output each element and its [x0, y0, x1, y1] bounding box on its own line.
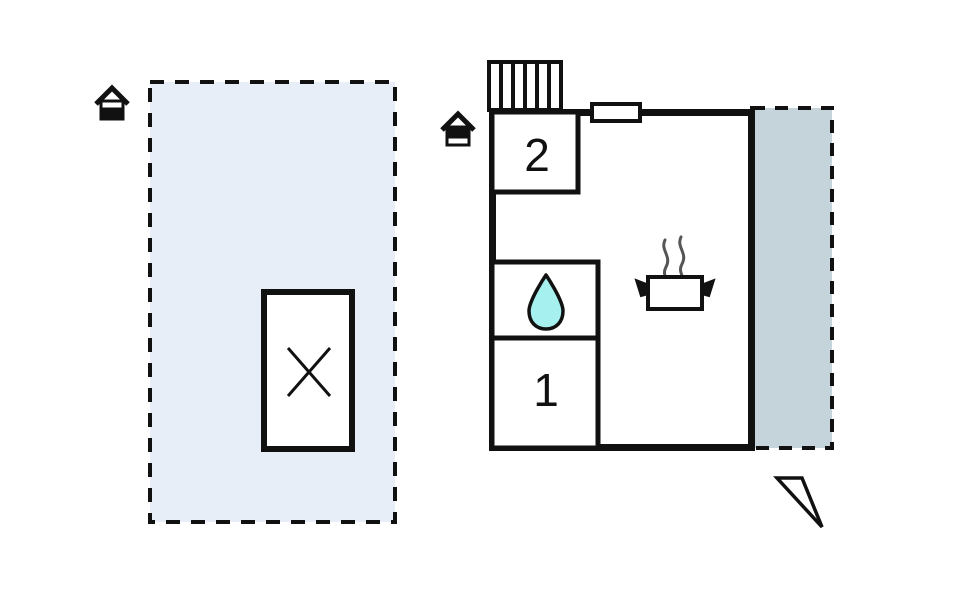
view-cone-shape — [773, 476, 824, 529]
stairs-icon — [487, 60, 563, 112]
house-icon — [94, 84, 130, 121]
building-group: 2 1 — [440, 60, 755, 451]
terrace-area — [750, 106, 834, 450]
left-plot-group — [94, 80, 397, 524]
house-roof-shape — [440, 110, 476, 132]
water-drop-shape — [527, 273, 565, 331]
room-1-outline — [489, 335, 601, 451]
window-icon — [590, 102, 642, 123]
left-plot-structure — [261, 289, 355, 452]
water-drop-icon — [527, 273, 565, 331]
kitchen-living-area — [634, 235, 716, 311]
building-wall-bottom — [489, 444, 755, 451]
window-frame — [590, 102, 642, 123]
view-cone-icon — [773, 476, 824, 529]
house-body-lower — [445, 135, 471, 147]
pot-body — [646, 275, 704, 311]
room-1-label: 1 — [533, 364, 559, 416]
terrace-group — [750, 106, 834, 450]
house-roof-shape — [94, 84, 130, 106]
building-wall-right — [748, 109, 755, 451]
room-2-label: 2 — [524, 129, 550, 181]
house-icon — [440, 110, 476, 147]
house-body-lower — [99, 107, 125, 121]
room-1: 1 — [489, 335, 601, 451]
room-2-outline — [489, 109, 581, 195]
building-wall-top-right — [639, 109, 755, 116]
bathroom-room — [489, 259, 601, 341]
structure-cross-line-b — [286, 347, 332, 397]
room-2: 2 — [489, 109, 581, 195]
cooking-pot-icon — [634, 235, 716, 311]
